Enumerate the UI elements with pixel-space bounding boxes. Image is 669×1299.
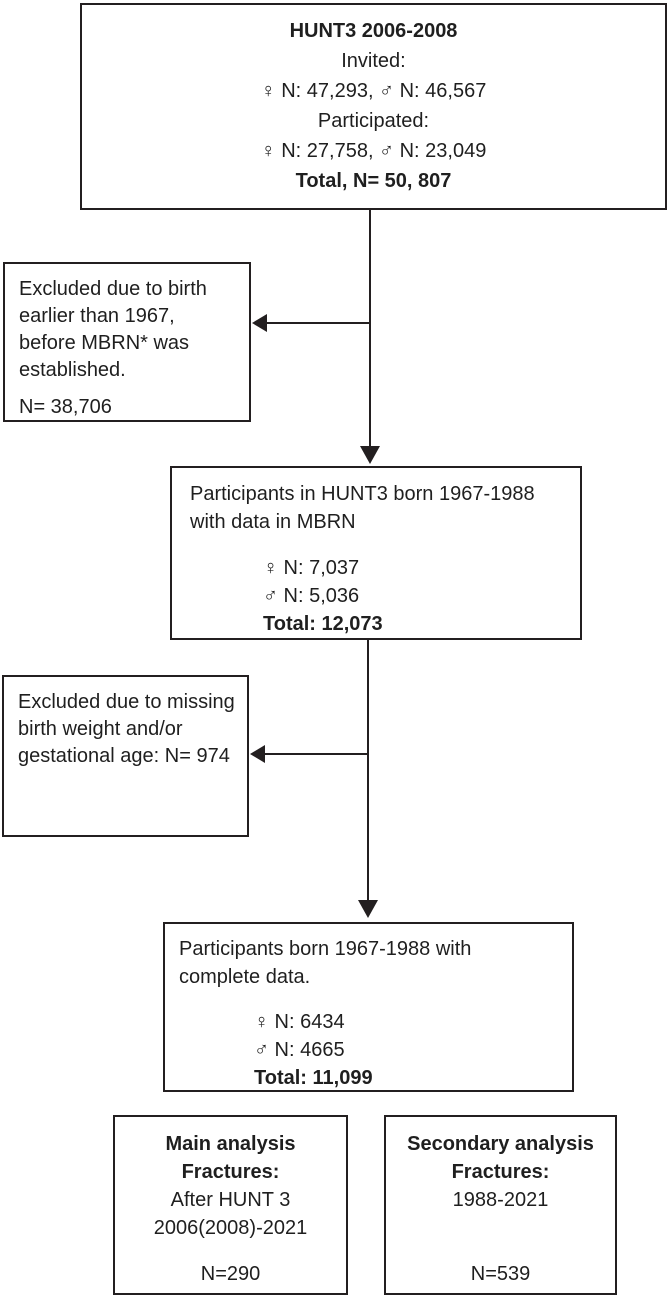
mbrn-line1: Participants in HUNT3 born 1967-1988: [190, 483, 535, 505]
mbrn-stats: ♀ N: 7,037 ♂ N: 5,036 Total: 12,073: [263, 554, 562, 638]
main-analysis-subtitle: Fractures:: [181, 1161, 280, 1183]
main-analysis-n: N=290: [200, 1263, 261, 1285]
complete-data-box: Participants born 1967-1988 with complet…: [163, 922, 574, 1092]
excl2-line2: birth weight and/or: [18, 718, 183, 740]
complete-male-count: ♂ N: 4665: [254, 1039, 345, 1061]
main-analysis-line1: After HUNT 3: [170, 1189, 291, 1211]
hunt3-cohort-box: HUNT3 2006-2008 Invited: ♀ N: 47,293, ♂ …: [80, 3, 667, 210]
complete-female-count: ♀ N: 6434: [254, 1011, 345, 1033]
complete-total: Total: 11,099: [254, 1067, 373, 1089]
excl1-line2: earlier than 1967,: [19, 305, 175, 327]
horizontal-connector-2: [264, 753, 368, 755]
arrow-down-icon: [360, 446, 380, 464]
complete-line1: Participants born 1967-1988 with: [179, 938, 472, 960]
excl1-line4: established.: [19, 359, 126, 381]
excluded-missing-data-box: Excluded due to missing birth weight and…: [2, 675, 249, 837]
secondary-analysis-subtitle: Fractures:: [451, 1161, 550, 1183]
mbrn-line2: with data in MBRN: [190, 511, 356, 533]
participated-counts: ♀ N: 27,758, ♂ N: 23,049: [260, 140, 487, 162]
secondary-analysis-title: Secondary analysis: [407, 1133, 594, 1155]
invited-label: Invited:: [341, 50, 406, 72]
horizontal-connector-1: [266, 322, 370, 324]
excl2-line3: gestational age: N= 974: [18, 745, 230, 767]
complete-stats: ♀ N: 6434 ♂ N: 4665 Total: 11,099: [254, 1008, 558, 1092]
excl1-n: N= 38,706: [19, 396, 112, 418]
excluded-birth-year-box: Excluded due to birth earlier than 1967,…: [3, 262, 251, 422]
arrow-left-icon: [252, 314, 267, 332]
main-analysis-title: Main analysis: [165, 1133, 296, 1155]
vertical-connector-2: [367, 640, 369, 902]
complete-line2: complete data.: [179, 966, 311, 988]
invited-counts: ♀ N: 47,293, ♂ N: 46,567: [260, 80, 487, 102]
mbrn-total: Total: 12,073: [263, 613, 383, 635]
secondary-analysis-n: N=539: [470, 1263, 531, 1285]
hunt3-title: HUNT3 2006-2008: [289, 20, 458, 42]
hunt3-total: Total, N= 50, 807: [295, 170, 452, 192]
secondary-analysis-line1: 1988-2021: [452, 1189, 549, 1211]
excl2-line1: Excluded due to missing: [18, 691, 235, 713]
arrow-left-icon: [250, 745, 265, 763]
vertical-connector-1: [369, 210, 371, 446]
mbrn-participants-box: Participants in HUNT3 born 1967-1988 wit…: [170, 466, 582, 640]
excl1-line1: Excluded due to birth: [19, 278, 207, 300]
mbrn-male-count: ♂ N: 5,036: [263, 585, 360, 607]
main-analysis-box: Main analysis Fractures: After HUNT 3 20…: [113, 1115, 348, 1295]
arrow-down-icon: [358, 900, 378, 918]
secondary-analysis-box: Secondary analysis Fractures: 1988-2021 …: [384, 1115, 617, 1295]
mbrn-female-count: ♀ N: 7,037: [263, 557, 360, 579]
main-analysis-line2: 2006(2008)-2021: [153, 1217, 308, 1239]
excl1-line3: before MBRN* was: [19, 332, 190, 354]
participated-label: Participated:: [317, 110, 430, 132]
